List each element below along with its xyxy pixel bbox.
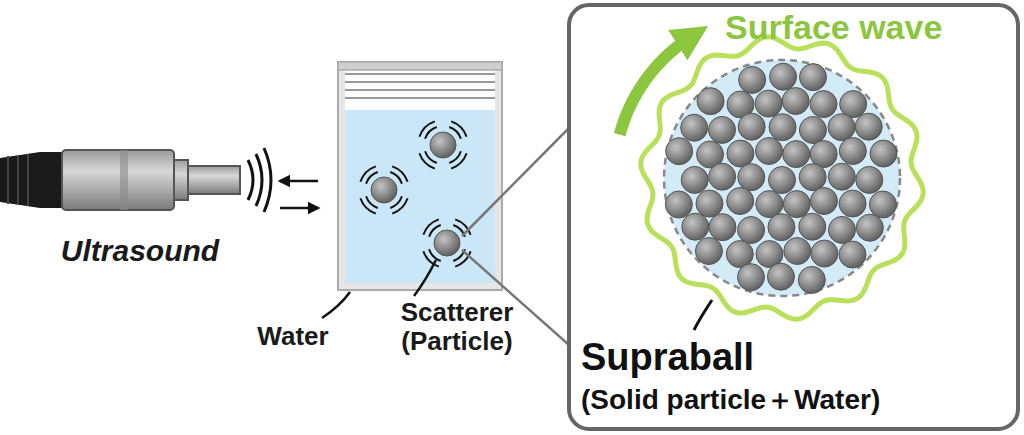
solid-particle (769, 114, 796, 141)
vibration-arc (419, 121, 434, 136)
solid-particle (727, 188, 754, 215)
solid-particle (839, 241, 866, 268)
solid-particle (783, 141, 810, 168)
solid-particle (709, 163, 736, 190)
solid-particle (799, 117, 826, 144)
solid-particle (800, 64, 827, 91)
vibration-arc (419, 153, 434, 168)
solid-particle (869, 191, 896, 218)
water-container (338, 62, 502, 290)
medium-label: Water (248, 322, 338, 351)
solid-particle (666, 138, 693, 165)
solid-particle (783, 191, 810, 218)
solid-particle (856, 166, 883, 193)
solid-particle (798, 266, 825, 293)
vibration-arc (360, 166, 375, 181)
solid-particle (681, 166, 708, 193)
solid-particle (782, 88, 809, 115)
particle (371, 177, 397, 203)
solid-particle (828, 216, 855, 243)
solid-particle (695, 238, 722, 265)
supraball-body: (Solid particle＋Water) (581, 385, 880, 416)
solid-particle (755, 90, 782, 117)
solid-particle (856, 214, 883, 241)
solid-particle (828, 163, 855, 190)
leader-line (694, 300, 712, 330)
solid-particle (768, 214, 795, 241)
surface-wave-outline (641, 37, 923, 319)
vibration-arc (392, 166, 407, 181)
solid-particle (738, 113, 765, 140)
solid-particle (799, 213, 826, 240)
solid-particle (696, 190, 723, 217)
solid-particle (811, 240, 838, 267)
callout-panel: Surface waveSupraball (Solid particle＋Wat… (567, 3, 1020, 431)
solid-particle (709, 116, 736, 143)
solid-particle (727, 140, 754, 167)
vibration-arc (360, 198, 375, 213)
solid-particle (682, 213, 709, 240)
solid-particle (855, 113, 882, 140)
rotation-arrow (620, 36, 693, 135)
sound-waves (248, 148, 271, 212)
scatterer-particle (423, 219, 470, 266)
device-label: Ultrasound (30, 234, 250, 268)
solid-particle (739, 66, 766, 93)
surface-wave-label: Surface wave (725, 9, 942, 46)
solid-particle (799, 164, 826, 191)
scatterer-particle (360, 166, 407, 213)
solid-particle (697, 88, 724, 115)
transducer (0, 150, 240, 210)
vibration-arc (423, 251, 438, 266)
solid-particle (839, 138, 866, 165)
echo-arrows (280, 181, 318, 208)
solid-particle (767, 263, 794, 290)
scatterer-label: Scatterer (Particle) (372, 298, 542, 356)
solid-particle (839, 190, 866, 217)
vibration-arc (392, 198, 407, 213)
solid-particle (870, 140, 897, 167)
particle (430, 132, 456, 158)
solid-particle (770, 63, 797, 90)
vibration-arc (455, 219, 470, 234)
particle (434, 230, 460, 256)
solid-particle (738, 164, 765, 191)
solid-particle (681, 114, 708, 141)
solid-particle (784, 238, 811, 265)
vibration-arc (451, 121, 466, 136)
solid-particle (828, 114, 855, 141)
solid-particle (756, 138, 783, 165)
solid-particle (738, 217, 765, 244)
solid-particle (738, 264, 765, 291)
scatterers (360, 121, 470, 266)
supraball-heading: Supraball (581, 337, 754, 379)
vibration-arc (455, 251, 470, 266)
scatterer-particle (419, 121, 466, 168)
supraball-boundary (664, 60, 900, 296)
vibration-arc (451, 153, 466, 168)
solid-particle (810, 91, 837, 118)
supraball (620, 36, 923, 330)
solid-particle (709, 214, 736, 241)
vibration-arc (423, 219, 438, 234)
solid-particle (769, 167, 796, 194)
solid-particle (665, 191, 692, 218)
solid-particle (810, 188, 837, 215)
